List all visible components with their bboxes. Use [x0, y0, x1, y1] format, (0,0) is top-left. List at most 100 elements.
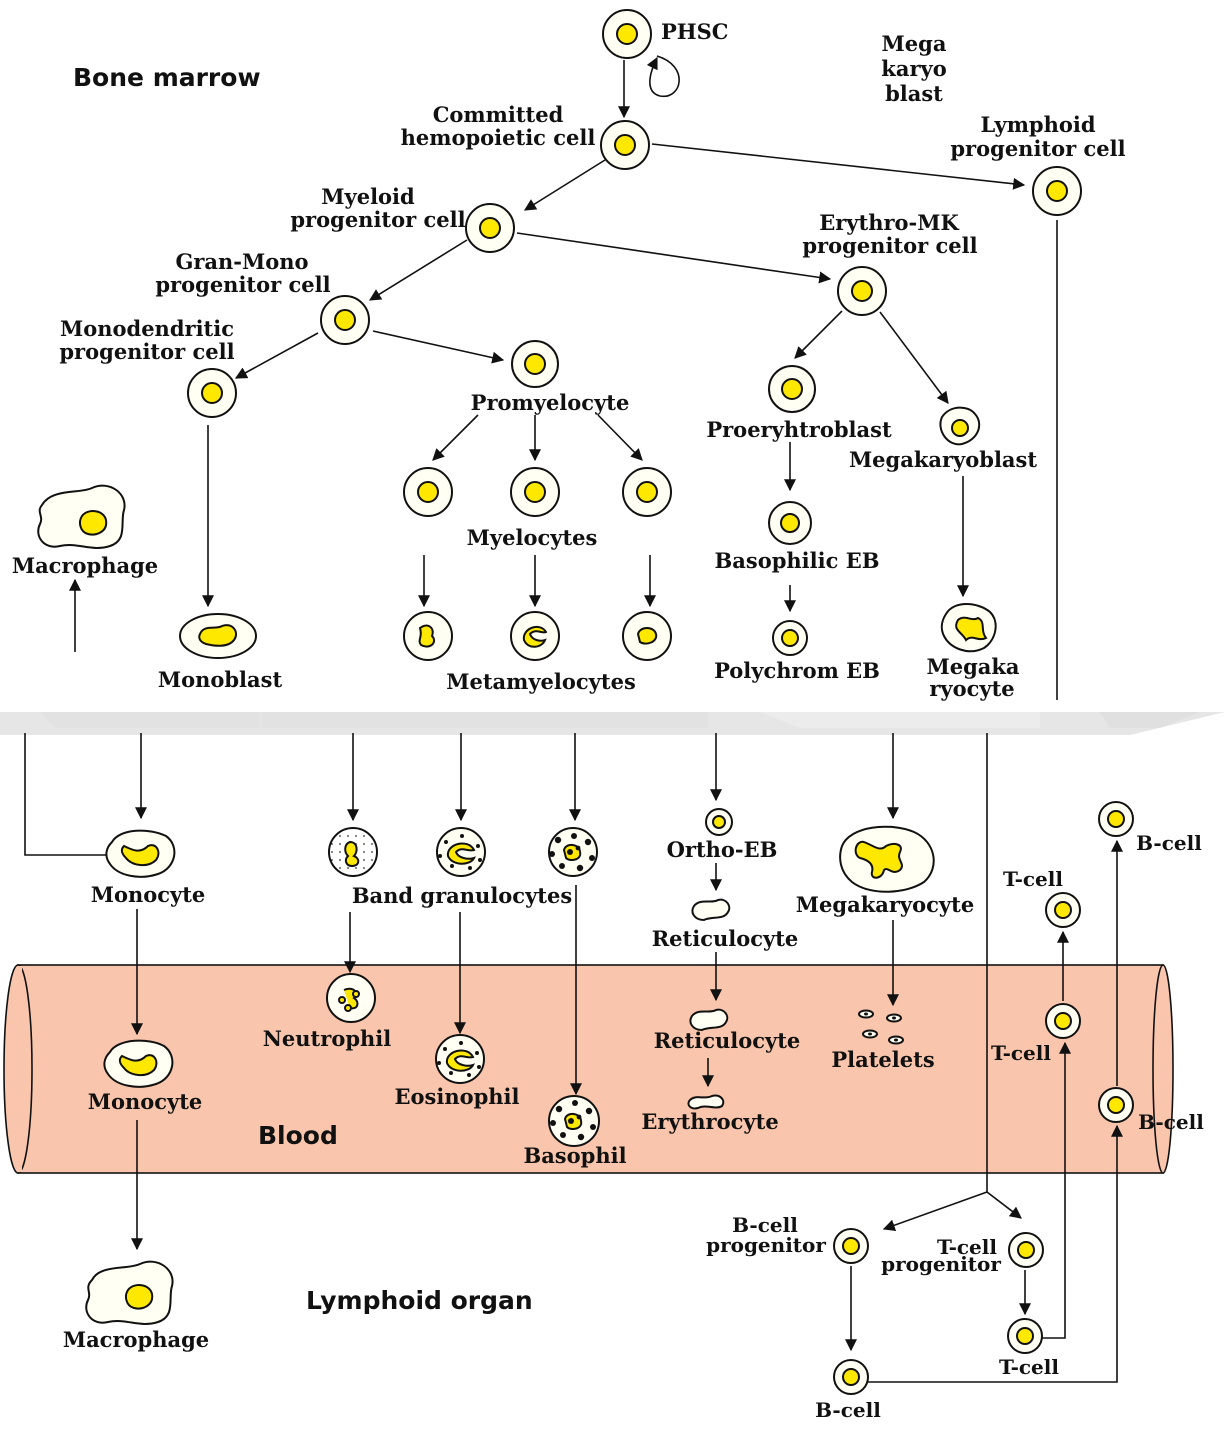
label-gran-mono-line2: progenitor cell — [155, 272, 330, 297]
platelets-icon — [858, 1009, 904, 1045]
label-committed-line1: Committed — [433, 102, 564, 127]
label-b-cell-blood: B-cell — [1138, 1110, 1204, 1134]
monoblast-cell-icon — [179, 613, 257, 659]
label-t-cell-progenitor-line1: T-cell — [937, 1235, 997, 1259]
phsc-cell-icon — [602, 9, 652, 59]
label-b-cell-top: B-cell — [1136, 831, 1202, 855]
region-bone-marrow: Bone marrow — [73, 63, 261, 92]
band-basophil-cell-icon — [548, 827, 598, 877]
b-cell-top-icon — [1098, 801, 1134, 837]
label-erythro-mk-line2: progenitor cell — [802, 233, 977, 258]
label-megakaryocyte-bm-line1: Megaka — [926, 654, 1019, 679]
label-neutrophil: Neutrophil — [263, 1026, 392, 1051]
metamyelocyte-cell-icon — [403, 611, 453, 661]
myelocyte-cell-icon — [403, 467, 453, 517]
committed-cell-icon — [600, 120, 650, 170]
reticulocyte-blood-cell-icon — [689, 1008, 729, 1032]
label-b-cell-progenitor-line1: B-cell — [732, 1213, 798, 1237]
neutrophil-cell-icon — [326, 973, 376, 1023]
basophilic-eb-cell-icon — [768, 501, 812, 545]
monocyte-bm-cell-icon — [105, 829, 176, 878]
erythro-mk-progenitor-cell-icon — [837, 266, 887, 316]
label-basophil: Basophil — [523, 1143, 626, 1168]
connector-arrows — [24, 55, 1123, 1383]
label-megakaryocyte: Megakaryocyte — [796, 892, 974, 917]
t-cell-top-icon — [1045, 892, 1081, 928]
label-basophilic-eb: Basophilic EB — [715, 548, 880, 573]
label-lymphoid-progenitor-line2: progenitor cell — [950, 136, 1125, 161]
label-monocyte-blood: Monocyte — [88, 1089, 203, 1114]
label-platelets: Platelets — [831, 1047, 934, 1072]
b-cell-bottom-icon — [833, 1359, 869, 1395]
label-ortho-eb: Ortho-EB — [667, 837, 778, 862]
metamyelocyte-cell-icon — [510, 611, 560, 661]
promyelocyte-cell-icon — [511, 340, 559, 388]
label-t-cell-top: T-cell — [1003, 867, 1063, 891]
label-eosinophil: Eosinophil — [395, 1084, 520, 1109]
label-committed-line2: hemopoietic cell — [401, 125, 596, 150]
ortho-eb-cell-icon — [705, 808, 733, 836]
label-myelocytes: Myelocytes — [467, 525, 598, 550]
proerythroblast-cell-icon — [768, 365, 816, 413]
monocyte-blood-cell-icon — [103, 1039, 174, 1088]
megakaryocyte-cell-icon — [839, 825, 935, 893]
t-cell-blood-icon — [1045, 1003, 1081, 1039]
eosinophil-cell-icon — [435, 1034, 485, 1084]
label-erythro-mk-line1: Erythro-MK — [819, 210, 959, 235]
region-blood: Blood — [258, 1121, 338, 1150]
label-gran-mono-line1: Gran-Mono — [175, 249, 308, 274]
label-macrophage-bottom: Macrophage — [63, 1327, 209, 1352]
gran-mono-progenitor-cell-icon — [320, 295, 370, 345]
macrophage-cell-icon — [37, 484, 126, 549]
label-b-cell-bottom: B-cell — [815, 1398, 881, 1422]
label-megakaryocyte-bm-line2: ryocyte — [929, 676, 1014, 701]
monodendritic-progenitor-cell-icon — [187, 368, 237, 418]
polychrom-eb-cell-icon — [772, 620, 808, 656]
metamyelocyte-cell-icon — [622, 611, 672, 661]
label-monodendritic-line2: progenitor cell — [59, 339, 234, 364]
label-megakaryoblast-line1: Mega — [882, 31, 947, 56]
megakaryocyte-bm-cell-icon — [940, 603, 997, 653]
myelocyte-cell-icon — [510, 467, 560, 517]
label-t-cell-bottom: T-cell — [999, 1355, 1059, 1379]
label-band-granulocytes: Band granulocytes — [352, 883, 572, 908]
b-cell-progenitor-icon — [833, 1228, 869, 1264]
label-t-cell-progenitor-line2: progenitor — [881, 1252, 1001, 1276]
label-polychrom-eb: Polychrom EB — [714, 658, 880, 683]
myeloid-progenitor-cell-icon — [465, 203, 515, 253]
t-cell-bottom-icon — [1007, 1318, 1043, 1354]
label-promyelocyte: Promyelocyte — [471, 390, 630, 415]
label-metamyelocytes: Metamyelocytes — [446, 669, 636, 694]
label-megakaryoblast-line3: blast — [885, 81, 943, 106]
label-reticulocyte-bm: Reticulocyte — [652, 926, 799, 951]
label-erythrocyte: Erythrocyte — [641, 1109, 778, 1134]
label-macrophage-top: Macrophage — [12, 553, 158, 578]
band-neutrophil-cell-icon — [328, 827, 378, 877]
label-megakaryoblast-line2: karyo — [881, 56, 946, 81]
label-monodendritic-line1: Monodendritic — [60, 316, 234, 341]
label-t-cell-blood: T-cell — [991, 1041, 1051, 1065]
t-cell-progenitor-icon — [1008, 1232, 1044, 1268]
myelocyte-cell-icon — [622, 467, 672, 517]
b-cell-blood-icon — [1098, 1087, 1134, 1123]
label-monoblast: Monoblast — [158, 667, 283, 692]
label-b-cell-progenitor-line2: progenitor — [706, 1233, 826, 1257]
macrophage-bottom-cell-icon — [85, 1260, 174, 1325]
section-divider-band — [0, 700, 1225, 735]
label-myeloid-line1: Myeloid — [321, 184, 415, 209]
region-lymphoid-organ: Lymphoid organ — [306, 1286, 533, 1315]
erythrocyte-cell-icon — [687, 1094, 725, 1110]
basophil-cell-icon — [548, 1095, 600, 1147]
lymphoid-progenitor-cell-icon — [1032, 166, 1082, 216]
megakaryoblast-cell-icon — [939, 406, 981, 446]
band-eosinophil-cell-icon — [436, 827, 486, 877]
label-monocyte-bm: Monocyte — [91, 882, 206, 907]
label-megakaryoblast: Megakaryoblast — [849, 447, 1037, 472]
label-myeloid-line2: progenitor cell — [290, 207, 465, 232]
reticulocyte-bm-cell-icon — [691, 898, 731, 922]
label-phsc: PHSC — [661, 19, 729, 44]
label-reticulocyte-blood: Reticulocyte — [654, 1028, 801, 1053]
label-lymphoid-progenitor-line1: Lymphoid — [980, 112, 1095, 137]
blood-vessel — [3, 964, 1174, 1174]
